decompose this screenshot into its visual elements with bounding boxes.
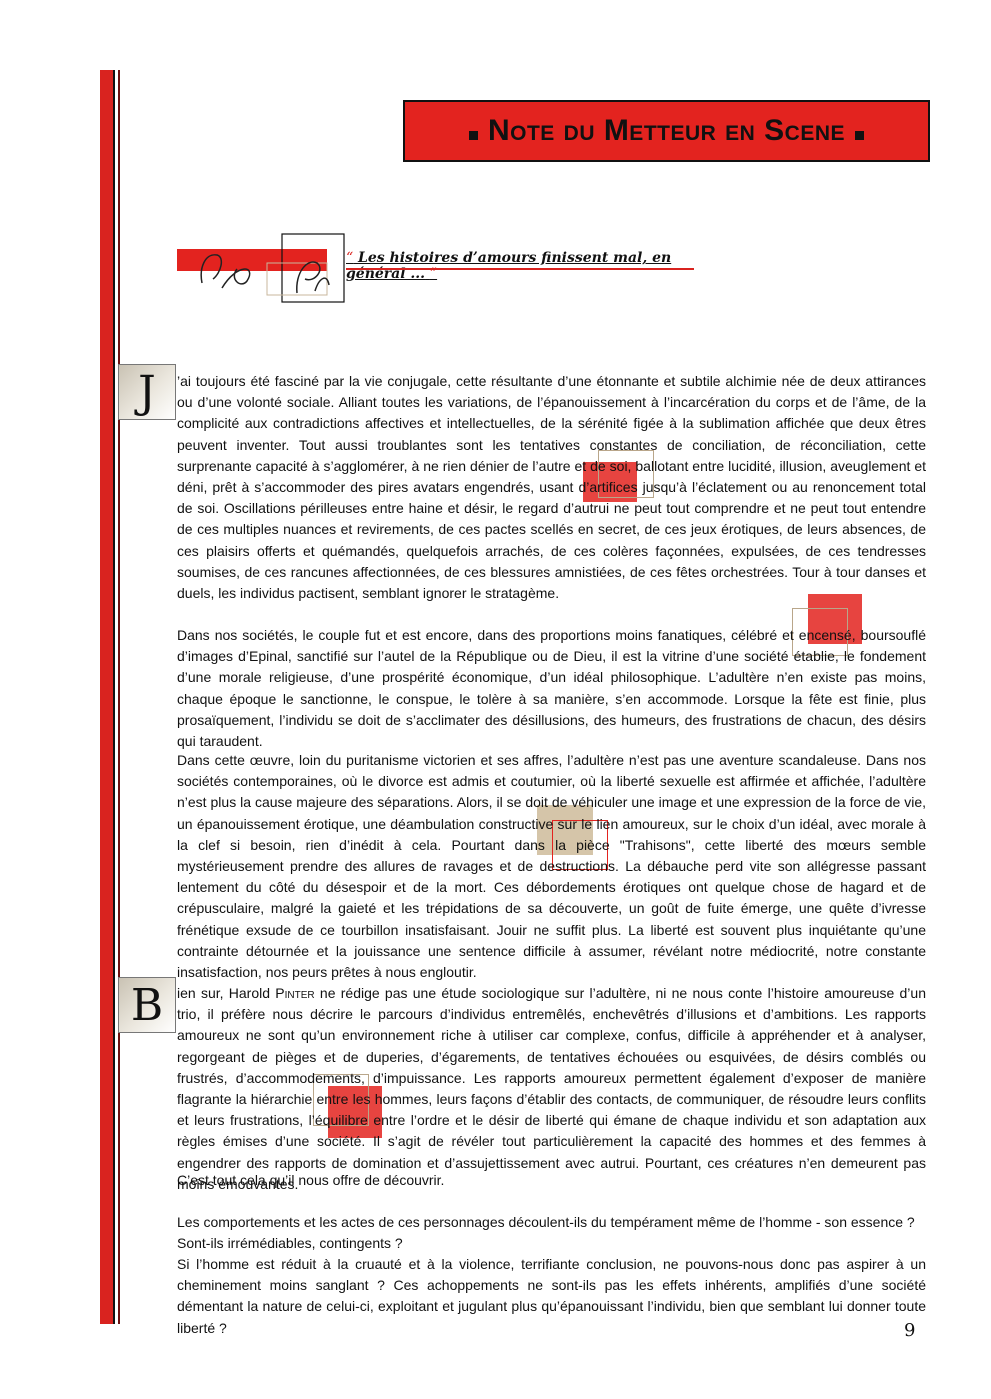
red-band <box>177 249 327 271</box>
left-dark-line <box>118 70 120 1324</box>
epigraph-underline <box>346 268 694 270</box>
couple-sketch-graphic <box>177 233 345 303</box>
question-2: Sont-ils irrémédiables, contingents ? <box>177 1235 403 1252</box>
paragraph-offer: C’est tout cela qu’il nous offre de déco… <box>177 1172 445 1188</box>
paragraph-intro: ’ai toujours été fasciné par la vie conj… <box>177 373 926 602</box>
epigraph: “ Les histoires d’amours finissent mal, … <box>346 250 696 282</box>
frame-black <box>281 233 345 303</box>
section-title-box: Note du Metteur en Scene <box>403 100 930 162</box>
paragraph-pinter-start: ien sur, Harold <box>177 985 276 1001</box>
close-quote: ” <box>429 266 438 282</box>
dropcap-b: B <box>118 977 176 1033</box>
dropcap-j: J <box>118 364 176 420</box>
paragraph-pinter: ien sur, Harold Pinter ne rédige pas une… <box>177 983 926 1195</box>
author-name: Pinter <box>275 985 315 1001</box>
left-red-bar <box>100 70 115 1324</box>
open-quote: “ <box>346 250 354 266</box>
paragraph-questions: Les comportements et les actes de ces pe… <box>177 1212 926 1254</box>
question-1: Les comportements et les actes de ces pe… <box>177 1214 915 1230</box>
section-title: Note du Metteur en Scene <box>487 114 846 147</box>
bullet-square-icon <box>468 130 478 140</box>
paragraph-oeuvre: Dans cette œuvre, loin du puritanisme vi… <box>177 752 926 981</box>
paragraph-couple: Dans nos sociétés, le couple fut et est … <box>177 627 926 750</box>
paragraph-pinter-rest: ne rédige pas une étude sociologique sur… <box>177 985 926 1192</box>
page-number: 9 <box>904 1320 916 1341</box>
paragraph-conclusion: Si l’homme est réduit à la cruauté et à … <box>177 1256 926 1336</box>
epigraph-text: Les histoires d’amours finissent mal, en… <box>346 250 672 282</box>
bullet-square-icon <box>855 130 865 140</box>
